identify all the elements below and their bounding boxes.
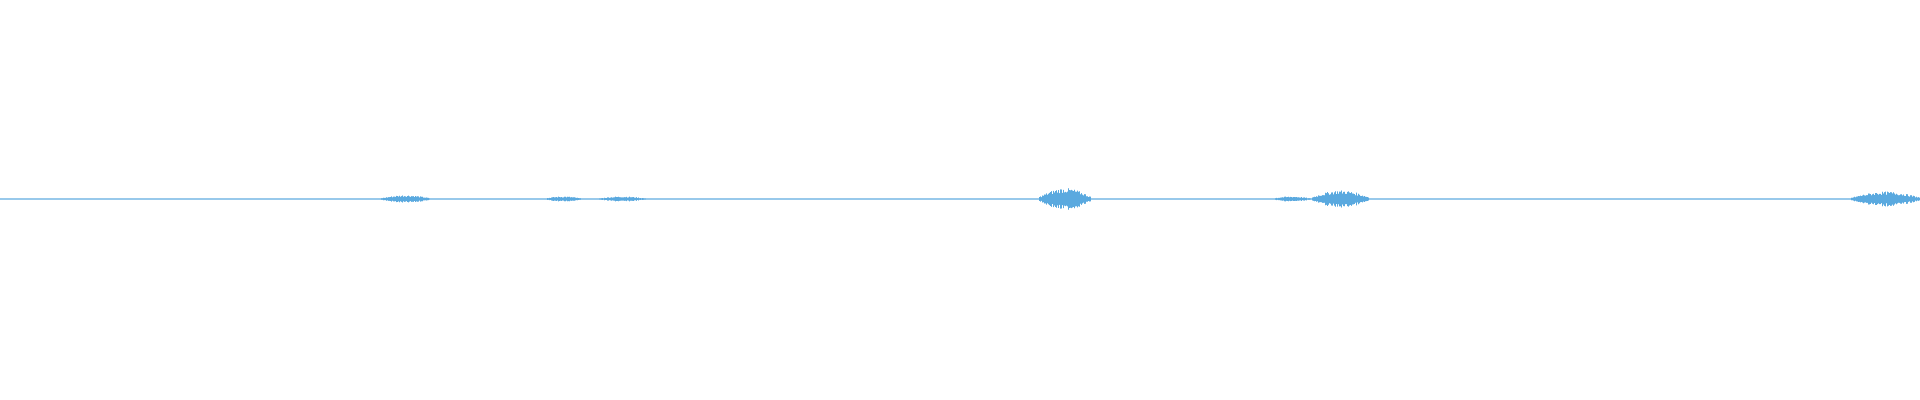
waveform-bars — [0, 188, 1920, 210]
